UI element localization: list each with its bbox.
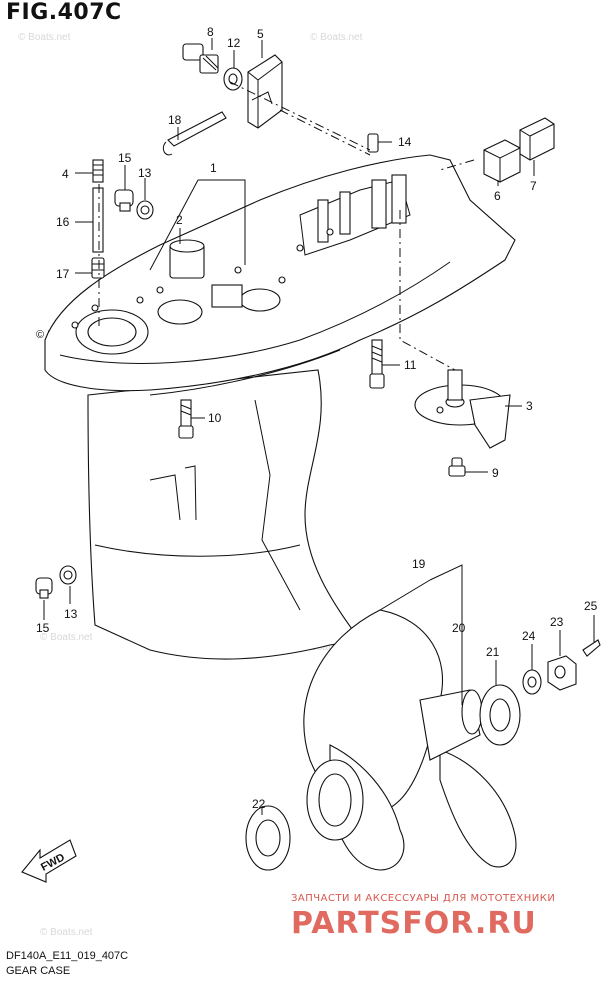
watermark: © Boats.net [300, 642, 353, 653]
figure-title: FIG.407C [6, 0, 122, 25]
fwd-arrow-icon: FWD [21, 839, 77, 883]
tube-part-16 [92, 187, 104, 253]
bolt-part-10 [178, 399, 194, 439]
dowel-pin-part-4 [92, 159, 104, 183]
callout-19: 19 [412, 557, 426, 571]
callout-20: 20 [452, 621, 466, 635]
callout-8: 8 [207, 25, 214, 39]
gear-case-housing [44, 154, 516, 660]
callout-5: 5 [257, 27, 264, 41]
grommet-part-17 [91, 257, 105, 279]
pin-part-14 [367, 133, 379, 153]
callout-12: 12 [227, 36, 241, 50]
bolt-part-8 [182, 43, 219, 74]
bushing-part-2 [169, 239, 205, 279]
callout-13-upper: 13 [138, 166, 152, 180]
bracket-part-6 [483, 139, 521, 183]
callout-10: 10 [208, 411, 222, 425]
callout-15-upper: 15 [118, 151, 132, 165]
watermark: © Boats.net [40, 632, 93, 643]
callout-11: 11 [404, 358, 417, 372]
watermark: © Boats.net [40, 927, 93, 938]
plug-part-15-lower [35, 577, 53, 599]
callout-13-lower: 13 [64, 607, 78, 621]
callout-7: 7 [530, 179, 537, 193]
callout-3: 3 [526, 399, 533, 413]
gasket-part-13-lower [59, 565, 77, 585]
washer-part-12 [223, 67, 243, 91]
nut-part-23 [547, 655, 577, 691]
gasket-part-13-upper [136, 200, 154, 220]
washer-part-24 [522, 669, 542, 695]
brand-tagline: ЗАПЧАСТИ И АКСЕССУАРЫ ДЛЯ МОТОТЕХНИКИ [291, 893, 556, 904]
propeller-part-20 [303, 609, 517, 871]
brand-name: PARTSFOR.RU [291, 906, 537, 941]
figure-caption: GEAR CASE [6, 965, 71, 977]
callout-18: 18 [168, 113, 182, 127]
callout-21: 21 [486, 645, 500, 659]
trim-tab-part-3 [414, 369, 511, 449]
spacer-part-22 [245, 805, 291, 871]
leader-lines [43, 38, 595, 815]
thrust-washer-part-21 [479, 684, 521, 746]
callout-23: 23 [550, 615, 564, 629]
callout-24: 24 [522, 629, 536, 643]
callout-2: 2 [176, 213, 183, 227]
callout-25: 25 [584, 599, 598, 613]
callouts: 1 2 3 4 5 6 7 8 9 10 11 12 13 14 15 16 1… [36, 25, 598, 811]
callout-16: 16 [56, 215, 70, 229]
brand-block: ЗАПЧАСТИ И АКСЕССУАРЫ ДЛЯ МОТОТЕХНИКИ PA… [291, 893, 601, 941]
figure-code: DF140A_E11_019_407C [6, 950, 129, 962]
anode-part-5 [247, 54, 283, 129]
plug-part-15-upper [114, 189, 134, 212]
bracket-part-7 [519, 117, 555, 161]
callout-14: 14 [398, 135, 412, 149]
cotter-pin-part-25 [582, 639, 601, 657]
callout-4: 4 [62, 167, 69, 181]
strap-part-18 [162, 111, 227, 156]
bolt-part-9 [448, 457, 466, 477]
callout-9: 9 [492, 466, 499, 480]
callout-17: 17 [56, 267, 70, 281]
bolt-part-11 [369, 339, 385, 389]
callout-22: 22 [252, 797, 266, 811]
watermark: © Boats.net [18, 32, 71, 43]
callout-6: 6 [494, 189, 501, 203]
callout-1: 1 [210, 161, 217, 175]
watermark: © Boats.net [310, 32, 363, 43]
callout-15-lower: 15 [36, 621, 50, 635]
